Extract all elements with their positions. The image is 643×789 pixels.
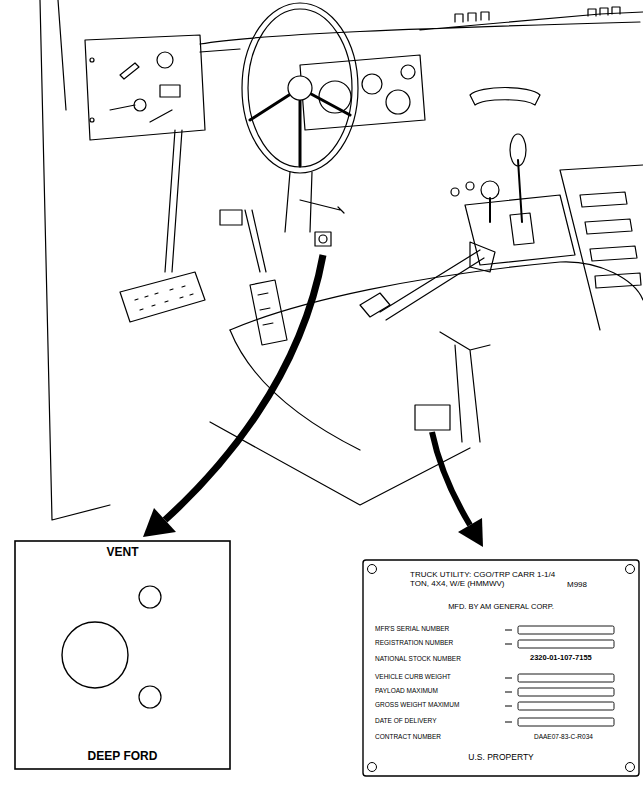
- blank-field: [518, 718, 614, 726]
- dash-vents: [455, 7, 620, 22]
- console-knob: [451, 188, 459, 196]
- steering-wheel-inner: [248, 9, 352, 167]
- plate-heading: VENT: [14, 546, 231, 560]
- gear-lever: [518, 160, 522, 222]
- plate-footer: U.S. PROPERTY: [362, 753, 640, 763]
- seat-cushion: [230, 262, 643, 330]
- hand-brake-grip: [360, 242, 495, 317]
- gauge-cluster: [300, 55, 425, 130]
- door-sill: [440, 332, 490, 442]
- blank-field: [518, 626, 614, 634]
- field-dash: [505, 644, 512, 645]
- panel-knob: [134, 99, 146, 111]
- floor-outline: [210, 330, 470, 505]
- blank-field: [518, 702, 614, 710]
- field-dash: [505, 678, 512, 679]
- callout-arrows: [143, 255, 483, 547]
- plate-outline: [14, 540, 231, 770]
- blank-field: [518, 688, 614, 696]
- plate-border: [363, 560, 639, 776]
- grab-handle: [470, 88, 540, 106]
- console-knob: [466, 182, 474, 190]
- mounting-hole: [626, 565, 635, 574]
- field-value: 2320-01-107-7155: [530, 654, 592, 663]
- arrow-shaft: [165, 255, 323, 520]
- arrow-shaft: [432, 432, 470, 525]
- panel-rivet: [90, 118, 94, 122]
- plate-outline: [362, 559, 640, 777]
- field-dash: [505, 722, 512, 723]
- field-dash: [505, 630, 512, 631]
- field-dash: [505, 692, 512, 693]
- panel-switches: [110, 63, 180, 122]
- wheel-hub: [288, 76, 312, 100]
- gauge: [386, 90, 410, 114]
- field-dash: [505, 706, 512, 707]
- mounting-hole: [626, 763, 635, 772]
- gauge: [362, 74, 382, 94]
- panel-gauge: [157, 52, 173, 68]
- blank-field: [518, 640, 614, 648]
- seat-edge: [560, 165, 643, 330]
- seat-ribs: [580, 192, 641, 288]
- transfer-knob: [481, 181, 499, 199]
- line-art: [40, 0, 643, 520]
- field-label: PAYLOAD MAXIMUM: [375, 687, 438, 694]
- field-label: MFR'S SERIAL NUMBER: [375, 625, 449, 632]
- field-label: DATE OF DELIVERY: [375, 717, 437, 724]
- field-label: VEHICLE CURB WEIGHT: [375, 673, 451, 680]
- accelerator-arm: [220, 210, 266, 272]
- accelerator-pedal: [250, 280, 287, 345]
- field-label: CONTRACT NUMBER: [375, 733, 441, 740]
- arrow-head: [143, 508, 176, 537]
- field-label: GROSS WEIGHT MAXIMUM: [375, 701, 459, 708]
- field-value: DAAE07-83-C-R034: [534, 733, 593, 740]
- plate-heading: DEEP FORD: [14, 750, 231, 764]
- mounting-hole: [368, 565, 377, 574]
- pedal-tread: [135, 286, 193, 310]
- transfer-lever: [489, 198, 491, 222]
- panel-rivet: [90, 58, 94, 62]
- mounting-hole: [368, 763, 377, 772]
- brake-pedal-arm: [165, 130, 182, 272]
- field-label: NATIONAL STOCK NUMBER: [375, 655, 461, 662]
- data-plate: TRUCK UTILITY: CGO/TRP CARR 1-1/4 TON, 4…: [362, 559, 640, 777]
- field-label: REGISTRATION NUMBER: [375, 639, 453, 646]
- vent-opening: [62, 622, 128, 688]
- model-number: M998: [567, 580, 587, 589]
- hand-brake: [380, 250, 484, 320]
- manufacturer-line: MFD. BY AM GENERAL CORP.: [362, 603, 640, 612]
- gear-knob: [510, 134, 526, 166]
- door-pillar: [40, 0, 110, 520]
- gauge: [401, 65, 415, 79]
- steering-column: [285, 172, 344, 232]
- control-position: [139, 586, 161, 608]
- switch-panel: [85, 35, 205, 140]
- arrow-head: [458, 518, 483, 547]
- floor-data-plate: [415, 405, 450, 430]
- blank-field: [518, 674, 614, 682]
- plate-title: TRUCK UTILITY: CGO/TRP CARR 1-1/4 TON, 4…: [410, 570, 560, 588]
- brake-pedal: [120, 272, 205, 322]
- vent-control: [315, 232, 331, 246]
- vent-plate: VENT DEEP FORD: [14, 540, 231, 770]
- control-position: [139, 686, 161, 708]
- plate-border: [15, 541, 230, 769]
- steering-wheel: [242, 3, 358, 173]
- vent-knob: [319, 235, 327, 243]
